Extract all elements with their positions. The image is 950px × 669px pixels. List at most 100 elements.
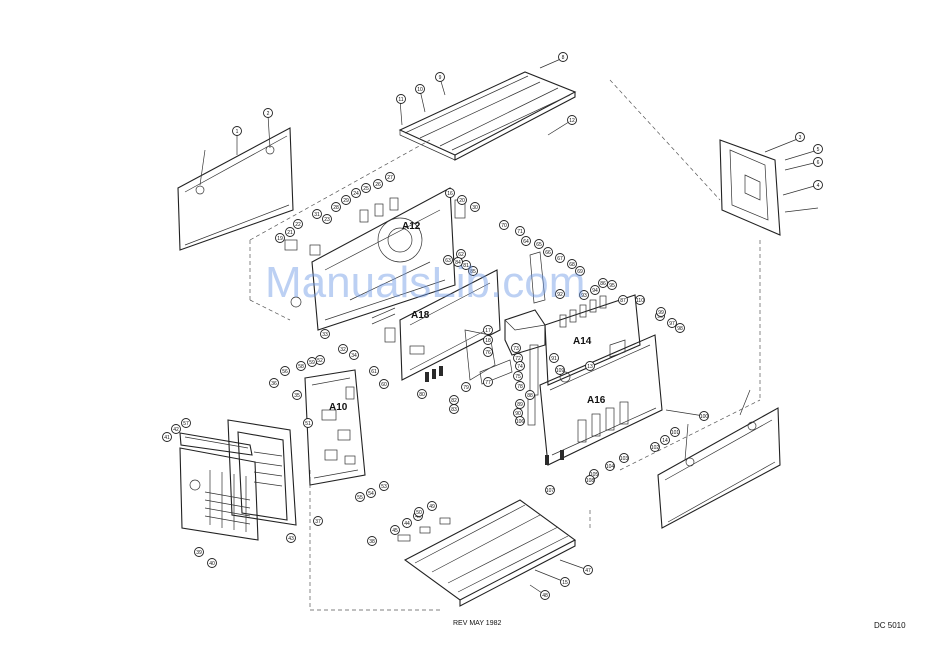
callout-circle: [349, 350, 359, 360]
callout-number: 57: [183, 421, 189, 427]
callout-circle: [341, 195, 351, 205]
callout-1: 1: [232, 126, 242, 136]
callout-number: 35: [294, 393, 300, 399]
callout-number: 55: [357, 495, 363, 501]
callout-31: 31: [312, 209, 322, 219]
callout-circle: [667, 318, 677, 328]
callout-number: 28: [333, 205, 339, 211]
callout-107: 107: [545, 485, 555, 495]
callout-circle: [162, 432, 172, 442]
callout-3: 3: [795, 132, 805, 142]
callout-circle: [483, 335, 493, 345]
callout-circle: [555, 289, 565, 299]
callout-number: 84: [455, 260, 461, 266]
front-panel: [179, 419, 297, 541]
callout-circle: [549, 353, 559, 363]
callout-number: 20: [459, 198, 465, 204]
callout-54: 54: [366, 488, 376, 498]
top-rail: [398, 71, 577, 161]
callout-71: 71: [515, 226, 525, 236]
callout-circle: [540, 590, 550, 600]
callout-number: 40: [209, 561, 215, 567]
callout-circle: [567, 259, 577, 269]
callout-number: 65: [536, 242, 542, 248]
callout-circle: [656, 307, 666, 317]
callout-100: 100: [699, 411, 709, 421]
callout-circle: [390, 525, 400, 535]
callout-circle: [322, 214, 332, 224]
callout-number: 3: [799, 135, 802, 141]
callout-number: 72: [515, 356, 521, 362]
callout-number: 18: [485, 338, 491, 344]
callout-89: 89: [515, 399, 525, 409]
callout-circle: [813, 180, 823, 190]
callout-90: 90: [513, 408, 523, 418]
callout-number: 51: [305, 421, 311, 427]
callout-number: 92: [557, 292, 563, 298]
callout-number: 82: [451, 398, 457, 404]
callout-8: 8: [558, 52, 568, 62]
callout-circle: [263, 108, 273, 118]
callout-circle: [660, 435, 670, 445]
callout-number: 32: [340, 347, 346, 353]
callout-circle: [414, 507, 424, 517]
callout-number: 29: [343, 198, 349, 204]
callout-circle: [351, 188, 361, 198]
callout-number: 31: [314, 212, 320, 218]
callout-circle: [670, 427, 680, 437]
callout-circle: [461, 382, 471, 392]
callout-number: 26: [375, 182, 381, 188]
callout-number: 83: [451, 407, 457, 413]
callout-40: 40: [207, 558, 217, 568]
callout-95: 95: [607, 280, 617, 290]
callout-number: 11: [398, 97, 403, 103]
callout-27: 27: [385, 172, 395, 182]
callout-circle: [313, 516, 323, 526]
callout-102: 102: [650, 442, 660, 452]
callout-110: 110: [635, 295, 645, 305]
callout-82: 82: [449, 395, 459, 405]
callout-circle: [320, 329, 330, 339]
board-a10: [304, 369, 366, 486]
callout-number: 94: [592, 288, 598, 294]
board-a16: [527, 334, 663, 466]
callout-43: 43: [286, 533, 296, 543]
callout-number: 97: [669, 321, 675, 327]
callout-75: 75: [513, 371, 523, 381]
callout-66: 66: [543, 247, 553, 257]
callout-number: 102: [651, 445, 660, 451]
callout-number: 17: [485, 328, 491, 334]
callout-number: 16: [447, 191, 453, 197]
callout-21: 21: [285, 227, 295, 237]
callout-circle: [585, 361, 595, 371]
callout-number: 9: [439, 75, 442, 81]
callout-number: 73: [513, 346, 519, 352]
callout-58: 58: [296, 361, 306, 371]
callout-number: 79: [463, 385, 469, 391]
callout-108: 108: [585, 475, 595, 485]
callout-number: 86: [600, 281, 606, 287]
callout-number: 44: [404, 521, 410, 527]
callout-circle: [449, 404, 459, 414]
callout-91: 91: [549, 353, 559, 363]
callout-circle: [385, 172, 395, 182]
callout-49: 49: [427, 501, 437, 511]
callout-103: 103: [619, 453, 629, 463]
callout-number: 76: [485, 350, 491, 356]
revision-label: REV MAY 1982: [453, 620, 502, 627]
callout-number: 39: [196, 550, 202, 556]
callout-circle: [275, 233, 285, 243]
board-a12: [284, 187, 466, 331]
callout-number: 66: [545, 250, 551, 256]
callout-circle: [543, 247, 553, 257]
callout-number: 99: [658, 310, 664, 316]
callout-circle: [379, 481, 389, 491]
callout-circle: [296, 361, 306, 371]
callout-circle: [181, 418, 191, 428]
callout-number: 93: [581, 293, 587, 299]
callout-number: 36: [271, 381, 277, 387]
callout-52: 52: [315, 355, 325, 365]
callout-34: 34: [349, 350, 359, 360]
callout-number: 61: [371, 369, 377, 375]
